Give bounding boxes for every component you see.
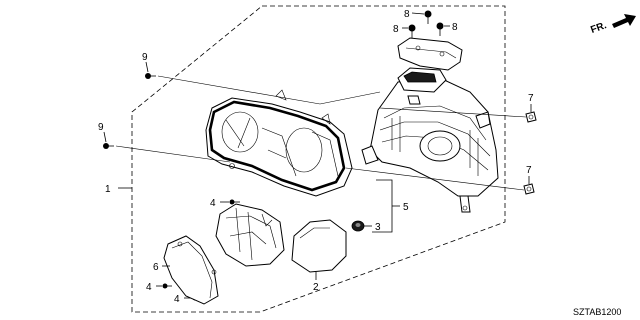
rear-housing [361,77,499,213]
screw-9-upper [145,73,156,79]
dial-plate-6 [163,235,219,305]
screw-8-top [424,10,432,24]
callout-4-lower-left: 4 [146,282,152,293]
connector-block [397,67,447,105]
callout-5: 5 [403,202,409,213]
clip-7-lower [523,183,535,195]
callout-8-top: 8 [404,9,410,20]
grommet-3 [351,220,365,232]
callout-8-left: 8 [393,24,399,35]
screw-4-upper [229,199,240,205]
screw-4-lower-left [162,283,172,289]
direction-label: FR. [589,20,608,36]
inner-frame [215,203,285,267]
callout-3: 3 [375,222,381,233]
callout-7-upper: 7 [528,93,534,104]
diagram-code: SZTAB1200 [573,307,621,317]
callout-4-lower-right: 4 [174,294,180,305]
callout-7-lower: 7 [526,165,532,176]
callout-4-upper: 4 [210,198,216,209]
callout-2: 2 [313,282,319,293]
clip-7-upper [525,111,537,123]
front-direction-arrow: FR. [589,14,636,36]
top-cover [397,37,463,71]
callout-8-right: 8 [452,22,458,33]
callout-6: 6 [153,262,159,273]
meter-lens-2 [291,219,347,273]
meter-case [205,89,353,197]
callout-1: 1 [105,184,111,195]
callout-9-upper: 9 [142,52,148,63]
screw-8-left [408,24,416,38]
screw-9-lower [103,143,114,149]
assembly-boundary [131,5,506,313]
callout-9-lower: 9 [98,122,104,133]
screw-8-right [436,22,444,36]
